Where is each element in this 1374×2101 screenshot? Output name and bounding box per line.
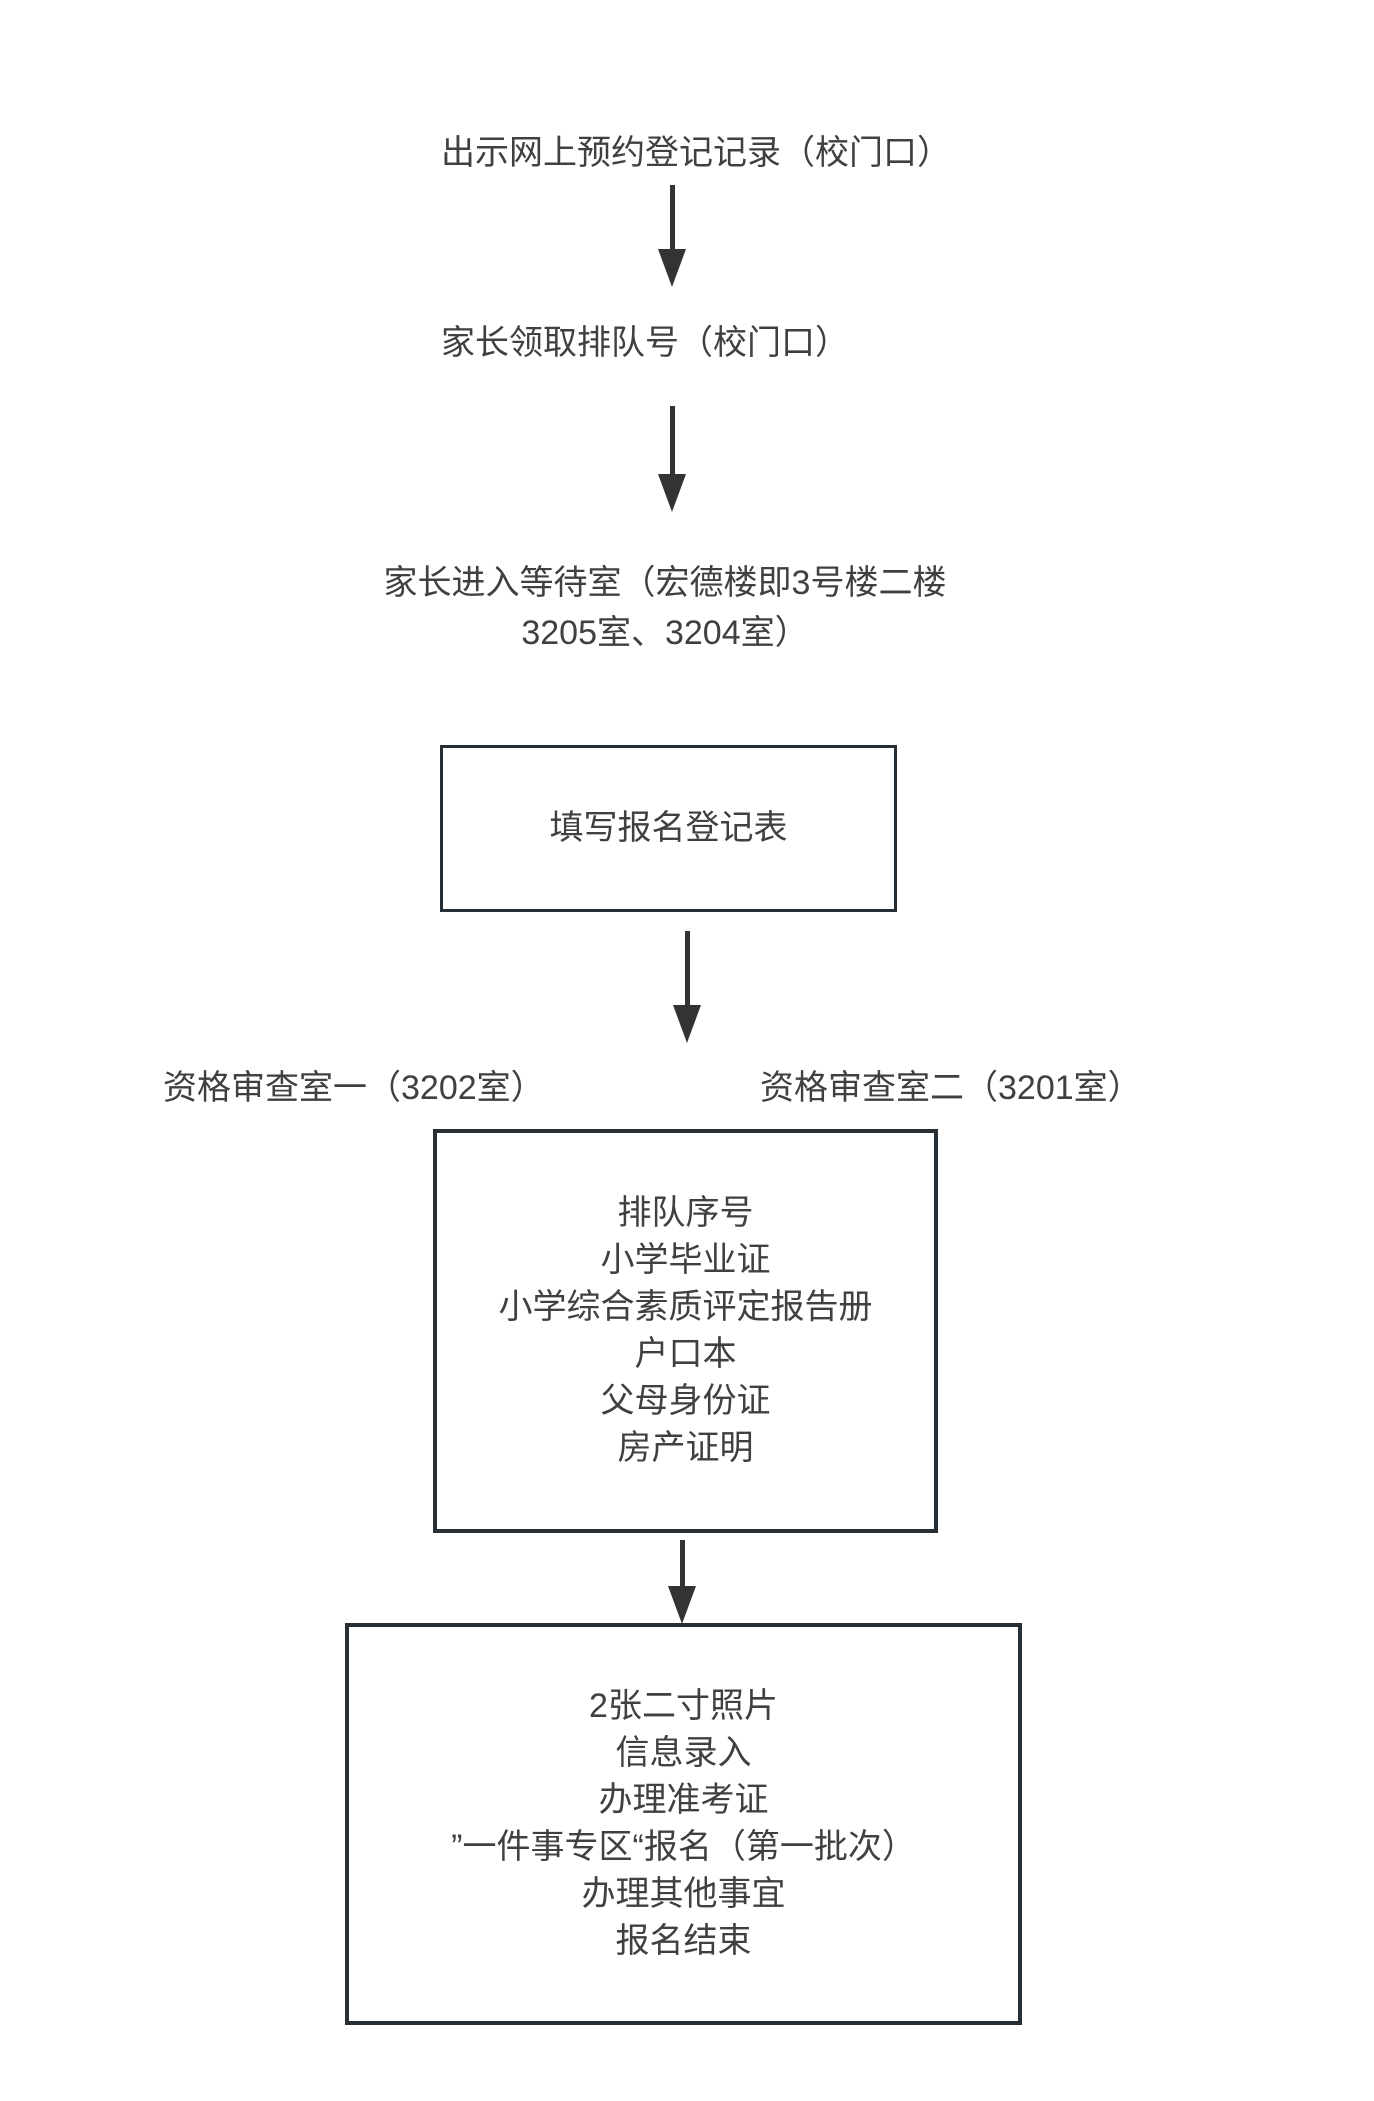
step-text: 出示网上预约登记记录（校门口） bbox=[441, 134, 951, 172]
step-enter-waiting-room: 家长进入等待室（宏德楼即3号楼二楼 3205室、3204室） bbox=[384, 558, 947, 658]
box-required-documents: 排队序号 小学毕业证 小学综合素质评定报告册 户口本 父母身份证 房产证明 bbox=[433, 1129, 938, 1533]
down-arrow bbox=[658, 185, 686, 287]
label-review-room-2: 资格审查室二（3201室） bbox=[760, 1069, 1142, 1107]
arrow-stem bbox=[669, 406, 675, 474]
final-step-item: 信息录入 bbox=[615, 1734, 752, 1772]
final-step-item: ”一件事专区“报名（第一批次） bbox=[451, 1828, 916, 1866]
step-text-line1: 家长进入等待室（宏德楼即3号楼二楼 bbox=[383, 564, 947, 602]
step-text: 家长领取排队号（校门口） bbox=[441, 324, 849, 362]
document-item: 排队序号 bbox=[617, 1194, 754, 1232]
final-step-item: 办理准考证 bbox=[598, 1781, 769, 1819]
arrow-head-icon bbox=[658, 249, 686, 287]
down-arrow bbox=[658, 406, 686, 512]
step-get-queue-number: 家长领取排队号（校门口） bbox=[441, 318, 849, 368]
arrow-stem bbox=[669, 185, 675, 249]
final-step-item: 办理其他事宜 bbox=[581, 1875, 786, 1913]
arrow-head-icon bbox=[673, 1005, 701, 1043]
document-item: 小学毕业证 bbox=[600, 1241, 771, 1279]
box-fill-registration-form: 填写报名登记表 bbox=[440, 745, 897, 912]
step-show-online-registration: 出示网上预约登记记录（校门口） bbox=[441, 128, 951, 178]
document-item: 父母身份证 bbox=[600, 1382, 771, 1420]
box-final-steps: 2张二寸照片 信息录入 办理准考证 ”一件事专区“报名（第一批次） 办理其他事宜… bbox=[345, 1623, 1022, 2025]
arrow-head-icon bbox=[668, 1586, 696, 1624]
label-review-room-1: 资格审查室一（3202室） bbox=[163, 1069, 545, 1107]
box-label: 填写报名登记表 bbox=[549, 809, 788, 847]
step-text-line2: 3205室、3204室） bbox=[521, 614, 809, 652]
document-item: 小学综合素质评定报告册 bbox=[498, 1288, 873, 1326]
arrow-head-icon bbox=[658, 474, 686, 512]
arrow-stem bbox=[679, 1540, 685, 1586]
document-item: 户口本 bbox=[634, 1335, 737, 1373]
final-step-item: 报名结束 bbox=[615, 1922, 752, 1960]
down-arrow bbox=[673, 931, 701, 1043]
down-arrow bbox=[668, 1540, 696, 1624]
final-step-item: 2张二寸照片 bbox=[589, 1687, 778, 1725]
document-item: 房产证明 bbox=[617, 1429, 754, 1467]
arrow-stem bbox=[684, 931, 690, 1005]
